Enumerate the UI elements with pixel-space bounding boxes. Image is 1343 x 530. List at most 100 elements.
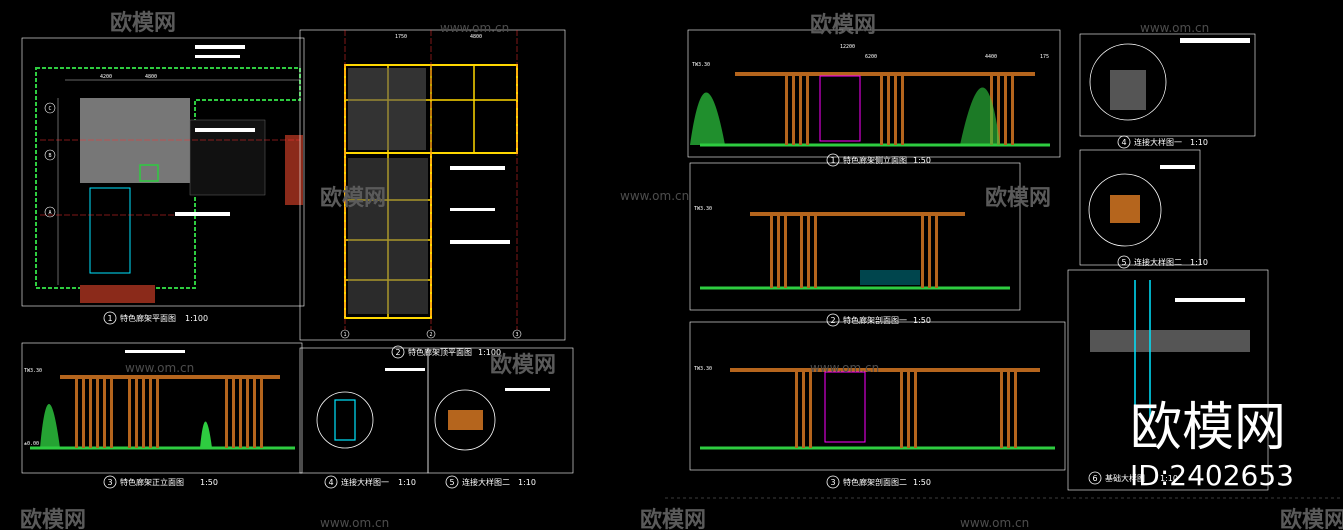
detail-circle (434, 389, 496, 451)
drawing-r3-section-2: TW3.30 3 特色廊架剖面图二 1:50 (689, 321, 1066, 489)
drawing-title: 连接大样图二 (1134, 257, 1182, 267)
drawing-number: 2 (830, 316, 835, 325)
drawing-number: 4 (328, 478, 333, 487)
paving-red (80, 285, 155, 303)
axis-bubble (44, 206, 56, 218)
title-bubble (391, 345, 405, 359)
note-block (195, 55, 240, 58)
timber-section (1110, 195, 1140, 223)
title-bubble (103, 311, 117, 325)
watermark-brand: 欧模网 (1280, 507, 1343, 530)
shrub (690, 92, 725, 145)
brand-id: ID:2402653 (1130, 459, 1294, 492)
note-block (1160, 165, 1195, 169)
frame-r2 (689, 162, 1021, 311)
drawing-number: 1 (830, 156, 835, 165)
drawing-scale: 1:50 (913, 478, 931, 487)
bench-red (285, 135, 303, 205)
axis-letters: A B C (44, 102, 56, 218)
drawing-number: 3 (107, 478, 112, 487)
brand-logo: 欧模网 ID:2402653 (1130, 398, 1294, 492)
axis-label: 2 (429, 332, 432, 338)
drawing-title: 特色廊架正立面图 (120, 477, 184, 487)
note-block (195, 45, 245, 49)
dimension: 6200 (865, 54, 877, 60)
drawing-title: 基础大样图 (1105, 473, 1145, 483)
dimension: 4200 (100, 74, 112, 80)
frame-r5 (1079, 149, 1201, 266)
drawing-scale: 1:10 (518, 478, 536, 487)
note-block (175, 212, 230, 216)
section-fill (1110, 70, 1146, 110)
watermark-url: www.om.cn (440, 21, 509, 35)
drawing-r1-side-elevation: TW3.30 1 特色廊架侧立面图 1:50 (687, 29, 1061, 167)
frame-1 (21, 37, 305, 307)
axis-bubble (340, 329, 350, 339)
drawing-title: 特色廊架平面图 (120, 313, 176, 323)
axis-bubble (44, 149, 56, 161)
note-block (125, 350, 185, 353)
frame-5 (427, 347, 574, 474)
note-block (450, 166, 505, 170)
note-block (1180, 38, 1250, 43)
dimension: 1750 (395, 34, 407, 40)
beam-top (735, 72, 1035, 76)
axis-bubble (426, 329, 436, 339)
beam-top (730, 368, 1040, 372)
watermark-brand: 欧模网 (985, 185, 1051, 211)
drawing-number: 2 (395, 348, 400, 357)
drawing-scale: 1:10 (398, 478, 416, 487)
dimension: 4800 (470, 34, 482, 40)
axis-label: 1 (343, 332, 346, 338)
slat-fill (348, 158, 428, 314)
title-bubble (1088, 471, 1102, 485)
title-bubble (826, 313, 840, 327)
drawing-4-5-details-left: 4 连接大样图一 1:10 5 连接大样图二 1:10 (299, 347, 574, 489)
watermark-brand: 欧模网 (20, 507, 86, 530)
title-bubble (1117, 135, 1131, 149)
title-bubble (1117, 255, 1131, 269)
detail-circle (1088, 173, 1162, 247)
frame-r1 (687, 29, 1061, 158)
frame-r6 (1067, 269, 1269, 491)
watermark-url: www.om.cn (125, 361, 194, 375)
planter-box (139, 164, 159, 182)
deck (189, 119, 266, 196)
axis-label: B (48, 153, 51, 159)
foundation-fill (1090, 330, 1250, 352)
drawing-r4-r5-r6-details: 4 连接大样图一 1:10 5 连接大样图二 1:10 6 基础大样图 1:10 (1067, 33, 1269, 491)
watermark-brand: 欧模网 (810, 12, 876, 38)
brand-name: 欧模网 (1130, 398, 1286, 458)
watermark-url: www.om.cn (620, 189, 689, 203)
note-block (450, 240, 510, 244)
drawing-title: 连接大样图一 (1134, 137, 1182, 147)
drawing-scale: 1:50 (200, 478, 218, 487)
drawing-title: 连接大样图二 (462, 477, 510, 487)
drawing-title: 特色廊架剖面图二 (843, 477, 907, 487)
title-bubble (826, 153, 840, 167)
dimension: 4800 (145, 74, 157, 80)
elevation-mark: TW3.30 (24, 368, 42, 374)
timber-posts (75, 378, 263, 448)
watermark-url: www.om.cn (1140, 21, 1209, 35)
title-bubble (826, 475, 840, 489)
drawing-number: 4 (1121, 138, 1126, 147)
axis-bubble (44, 102, 56, 114)
frame-3 (21, 342, 303, 474)
drawing-r2-section-1: TW3.30 2 特色廊架剖面图一 1:50 (689, 162, 1021, 327)
frame-2 (299, 29, 566, 341)
axis-label: C (48, 106, 51, 112)
detail-circle (316, 391, 374, 449)
paving-area (80, 98, 190, 183)
beam-top (750, 212, 965, 216)
frame-r4 (1079, 33, 1256, 137)
drawing-number: 1 (107, 314, 112, 323)
shrub (200, 421, 212, 448)
drawing-scale: 1:100 (478, 348, 501, 357)
magenta-frame (819, 75, 861, 142)
shrub (40, 404, 60, 448)
dimension: 175 (1040, 54, 1049, 60)
axis-label: 3 (515, 332, 518, 338)
note-block (385, 368, 425, 371)
